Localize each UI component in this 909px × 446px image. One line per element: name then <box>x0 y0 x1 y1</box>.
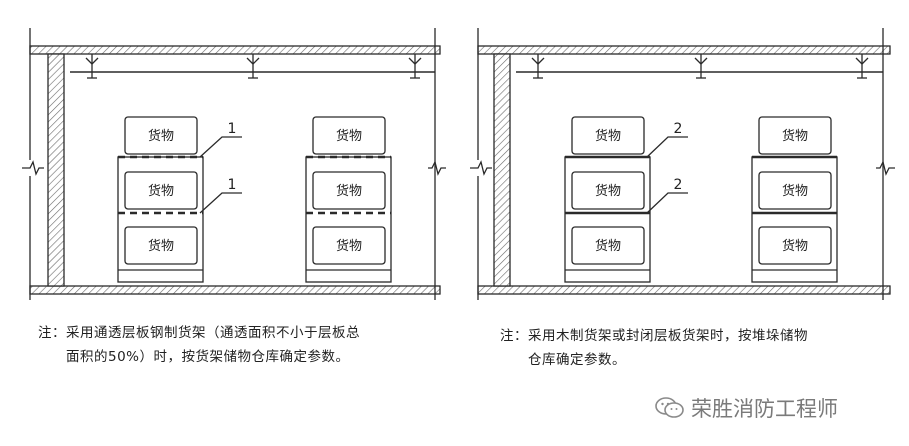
wechat-icon <box>655 397 684 418</box>
right-leader-line-1 <box>646 136 688 158</box>
left-break-line-left <box>22 160 44 176</box>
sprinkler-icon <box>531 54 545 79</box>
cargo-label: 货物 <box>336 238 362 254</box>
right-rack-2 <box>751 116 838 283</box>
right-callout-1: 2 <box>674 121 683 137</box>
cargo-label: 货物 <box>595 238 621 254</box>
right-note-line-1: 注：采用木制货架或封闭层板货架时，按堆垛储物 <box>500 328 808 344</box>
cargo-label: 货物 <box>782 128 808 144</box>
left-wall <box>47 53 65 287</box>
left-panel <box>22 28 446 300</box>
watermark-text: 荣胜消防工程师 <box>691 397 838 421</box>
left-leader-line-2 <box>199 192 242 214</box>
cargo-label: 货物 <box>782 183 808 199</box>
left-note-line-1: 注：采用通透层板钢制货架（通透面积不小于层板总 <box>38 325 360 341</box>
right-ceiling-slab <box>477 45 891 55</box>
cargo-label: 货物 <box>336 183 362 199</box>
cargo-label: 货物 <box>148 238 174 254</box>
right-rack-1 <box>564 116 651 283</box>
left-break-line-right <box>428 160 446 176</box>
left-note: 注：采用通透层板钢制货架（通透面积不小于层板总 面积的50%）时，按货架储物仓库… <box>38 321 360 369</box>
cargo-label: 货物 <box>148 183 174 199</box>
sprinkler-icon <box>855 54 869 79</box>
cargo-label: 货物 <box>148 128 174 144</box>
left-rack-1 <box>117 116 204 283</box>
right-panel <box>470 28 895 300</box>
left-callout-2: 1 <box>228 177 237 193</box>
right-wall <box>493 53 511 287</box>
cargo-label: 货物 <box>595 128 621 144</box>
left-rack-2 <box>305 116 392 283</box>
left-ceiling-slab <box>29 45 441 55</box>
right-note: 注：采用木制货架或封闭层板货架时，按堆垛储物 仓库确定参数。 <box>500 324 808 372</box>
right-break-line-right <box>876 160 895 176</box>
sprinkler-icon <box>408 54 422 79</box>
right-note-line-2: 仓库确定参数。 <box>528 352 626 368</box>
sprinkler-icon <box>85 54 99 79</box>
cargo-label: 货物 <box>782 238 808 254</box>
right-floor-slab <box>477 285 891 295</box>
left-leader-line-1 <box>199 136 242 158</box>
left-callout-1: 1 <box>228 121 237 137</box>
sprinkler-icon <box>694 54 708 79</box>
right-break-line-left <box>470 160 492 176</box>
right-callout-2: 2 <box>674 177 683 193</box>
watermark: 荣胜消防工程师 <box>655 393 838 423</box>
left-floor-slab <box>29 285 441 295</box>
right-leader-line-2 <box>646 192 688 214</box>
cargo-label: 货物 <box>595 183 621 199</box>
left-note-line-2: 面积的50%）时，按货架储物仓库确定参数。 <box>66 349 350 365</box>
sprinkler-icon <box>246 54 260 79</box>
cargo-label: 货物 <box>336 128 362 144</box>
